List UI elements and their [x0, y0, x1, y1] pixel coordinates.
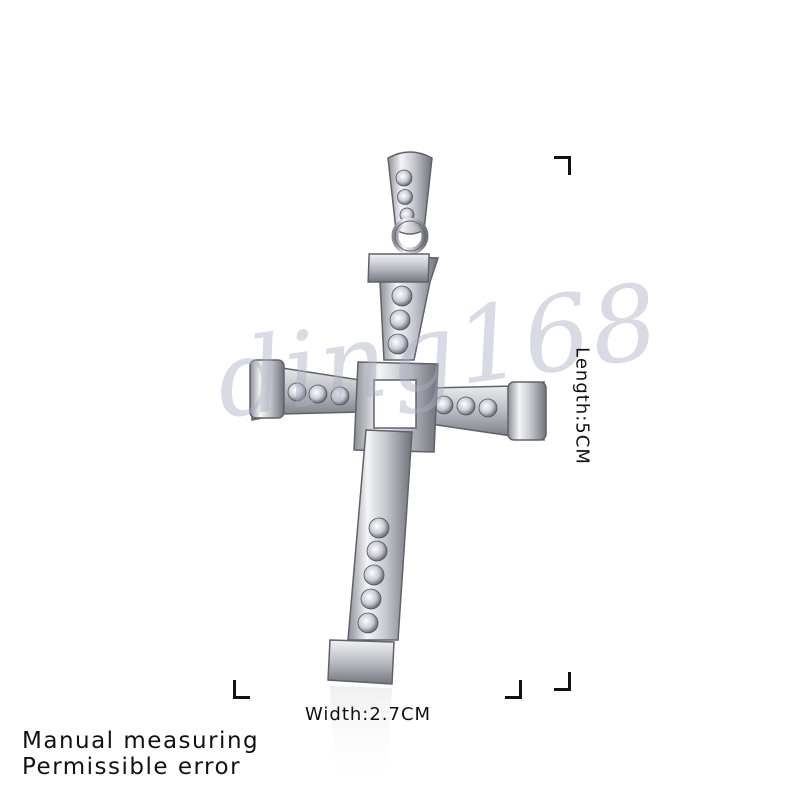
bail — [387, 151, 433, 255]
lower-arm — [327, 429, 413, 685]
length-bottom-marker — [554, 672, 571, 691]
right-arm — [429, 381, 547, 441]
center-link — [353, 361, 439, 453]
width-right-marker — [505, 680, 522, 699]
length-top-marker — [554, 156, 571, 175]
note-line-2: Permissible error — [22, 754, 242, 780]
width-left-marker — [233, 680, 250, 699]
upper-arm — [367, 253, 440, 361]
reflection — [330, 686, 392, 790]
width-label: Width:2.7CM — [305, 704, 432, 725]
left-arm — [249, 359, 361, 421]
note-line-1: Manual measuring — [22, 728, 260, 754]
length-label: Length:5CM — [571, 347, 593, 465]
